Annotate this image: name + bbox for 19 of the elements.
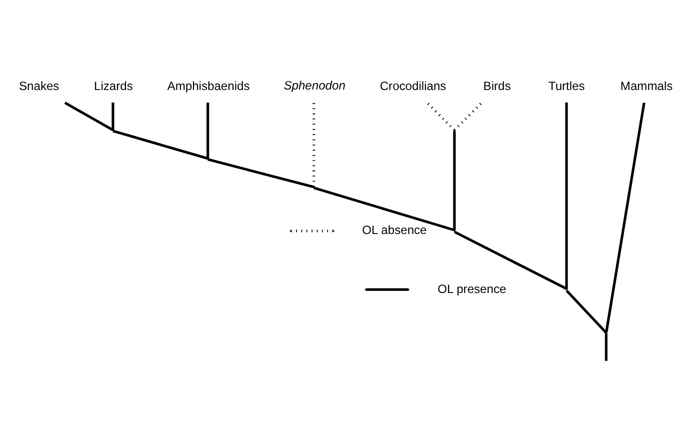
node-text: Mammals bbox=[620, 79, 673, 94]
node-text: Snakes bbox=[18, 79, 60, 94]
legend-label: OL absence bbox=[362, 223, 427, 238]
legend-label: OL presence bbox=[438, 282, 506, 296]
node-point bbox=[454, 230, 456, 232]
node-point bbox=[454, 130, 456, 132]
connector bbox=[604, 333, 608, 361]
node-text: Lizards bbox=[94, 79, 133, 94]
connector bbox=[604, 102, 646, 333]
node-text: Crocodilians bbox=[380, 79, 446, 94]
connector bbox=[453, 131, 456, 230]
connector bbox=[112, 102, 114, 130]
node-text: Sphenodon bbox=[284, 78, 346, 92]
node-text: Turtles bbox=[548, 79, 585, 94]
node-text: Amphisbaenids bbox=[167, 79, 250, 94]
connector bbox=[312, 102, 316, 187]
node-point bbox=[566, 288, 568, 290]
node-text: Birds bbox=[483, 79, 511, 94]
connector bbox=[206, 102, 210, 158]
